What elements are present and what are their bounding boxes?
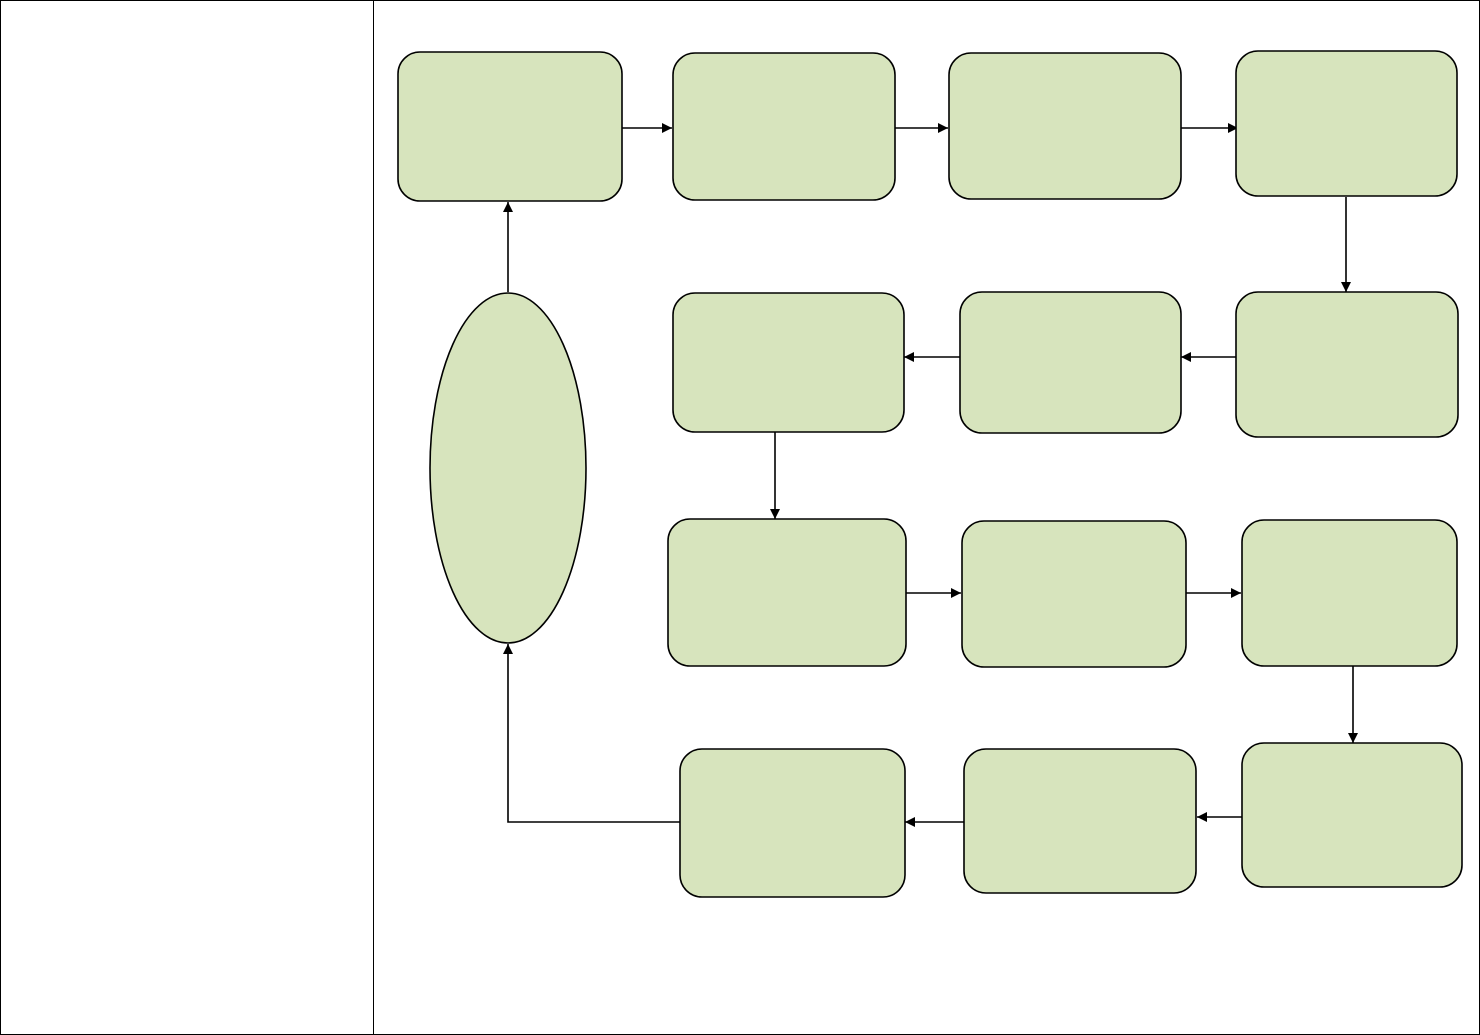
node-r1c1 [397,51,623,202]
node-shape-r1c3 [948,52,1182,200]
node-r1c3 [948,52,1182,200]
node-r2c2 [672,292,905,433]
node-shape-r1c1 [397,51,623,202]
node-shape-hub [429,292,587,644]
node-r3c3 [961,520,1187,668]
node-r4c3 [963,748,1197,894]
left-column-cell [1,1,374,1034]
nodes-layer [397,50,1463,898]
node-shape-r3c3 [961,520,1187,668]
node-hub [429,292,587,644]
node-shape-r4c2 [679,748,906,898]
node-shape-r3c2 [667,518,907,667]
node-r2c4 [1235,291,1459,438]
node-r4c4 [1241,742,1463,888]
node-r3c4 [1241,519,1458,667]
edge-r4c2-to-hub [503,644,680,823]
node-shape-r4c3 [963,748,1197,894]
node-shape-r3c4 [1241,519,1458,667]
node-shape-r1c4 [1235,50,1458,197]
node-r1c2 [672,52,896,201]
node-r4c2 [679,748,906,898]
edges-layer [503,123,1358,827]
node-r2c3 [959,291,1182,434]
node-r3c2 [667,518,907,667]
node-shape-r2c2 [672,292,905,433]
node-r1c4 [1235,50,1458,197]
node-shape-r2c3 [959,291,1182,434]
node-shape-r2c4 [1235,291,1459,438]
node-shape-r1c2 [672,52,896,201]
node-shape-r4c4 [1241,742,1463,888]
